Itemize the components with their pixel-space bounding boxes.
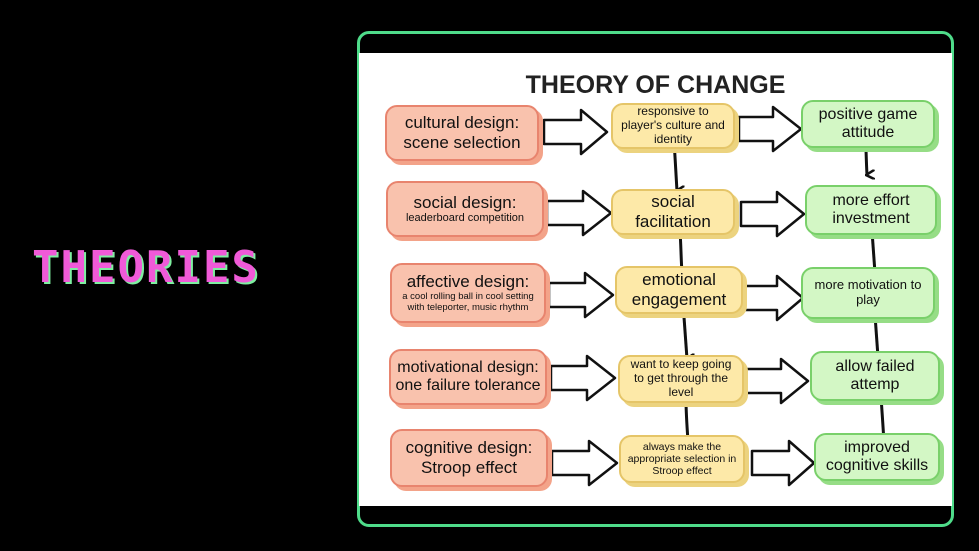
block-arrow-r4-b — [743, 357, 810, 405]
design-detail: a cool rolling ball in cool setting with… — [402, 290, 534, 313]
block-arrow-r5-b — [750, 439, 816, 487]
design-box-motivational: motivational design: one failure toleran… — [389, 349, 547, 405]
design-title: affective design: — [406, 272, 530, 292]
block-arrow-r3-a — [547, 271, 615, 319]
design-box-affective: affective design: a cool rolling ball in… — [390, 263, 546, 323]
mechanism-box-social: social facilitation — [611, 189, 735, 235]
design-title: cultural design: — [404, 113, 520, 133]
design-detail: one failure tolerance — [395, 377, 541, 394]
outcome-label: more motivation to play — [814, 277, 922, 307]
block-arrow-r3-b — [739, 274, 805, 322]
design-detail: leaderboard competition — [405, 212, 525, 225]
mechanism-box-culture: responsive to player's culture and ident… — [611, 103, 735, 149]
mechanism-box-emotional: emotional engagement — [615, 266, 743, 314]
outcome-box-attitude: positive game attitude — [801, 100, 935, 148]
mechanism-label: social facilitation — [635, 192, 711, 231]
design-box-cognitive: cognitive design: Stroop effect — [390, 429, 548, 487]
diagram-title: THEORY OF CHANGE — [525, 71, 786, 99]
mechanism-label: emotional engagement — [631, 270, 727, 309]
block-arrow-r4-a — [549, 354, 617, 402]
mechanism-label: responsive to player's culture and ident… — [621, 104, 725, 146]
slide-title: THEORIES — [32, 242, 260, 293]
design-detail: Stroop effect — [420, 458, 518, 477]
design-title: cognitive design: — [405, 438, 533, 458]
block-arrow-r5-a — [550, 439, 619, 487]
block-arrow-r2-a — [545, 189, 613, 237]
diagram-canvas: THEORY OF CHANGE cultu — [359, 53, 952, 506]
outcome-box-effort: more effort investment — [805, 185, 937, 235]
block-arrow-r1-a — [542, 108, 609, 156]
design-title: social design: — [413, 192, 517, 212]
mechanism-label: want to keep going to get through the le… — [630, 357, 732, 399]
down-arrow-mid-3 — [682, 316, 687, 359]
outcome-box-cognitive: improved cognitive skills — [814, 433, 940, 481]
outcome-label: allow failed attemp — [835, 357, 915, 393]
outcome-box-motivation: more motivation to play — [801, 267, 935, 319]
design-detail: scene selection — [403, 133, 521, 152]
design-title: motivational design: — [397, 358, 539, 376]
outcome-label: improved cognitive skills — [825, 438, 929, 474]
mechanism-label: always make the appropriate selection in… — [627, 440, 737, 478]
design-box-cultural: cultural design: scene selection — [385, 105, 539, 161]
outcome-label: positive game attitude — [818, 105, 918, 141]
mechanism-box-selection: always make the appropriate selection in… — [619, 435, 745, 483]
block-arrow-r1-b — [737, 105, 803, 153]
design-box-social: social design: leaderboard competition — [386, 181, 544, 237]
block-arrow-r2-b — [739, 190, 806, 238]
outcome-box-failed: allow failed attemp — [810, 351, 940, 401]
outcome-label: more effort investment — [832, 191, 910, 227]
mechanism-box-keepgoing: want to keep going to get through the le… — [618, 355, 744, 403]
diagram-arrows — [542, 105, 952, 487]
